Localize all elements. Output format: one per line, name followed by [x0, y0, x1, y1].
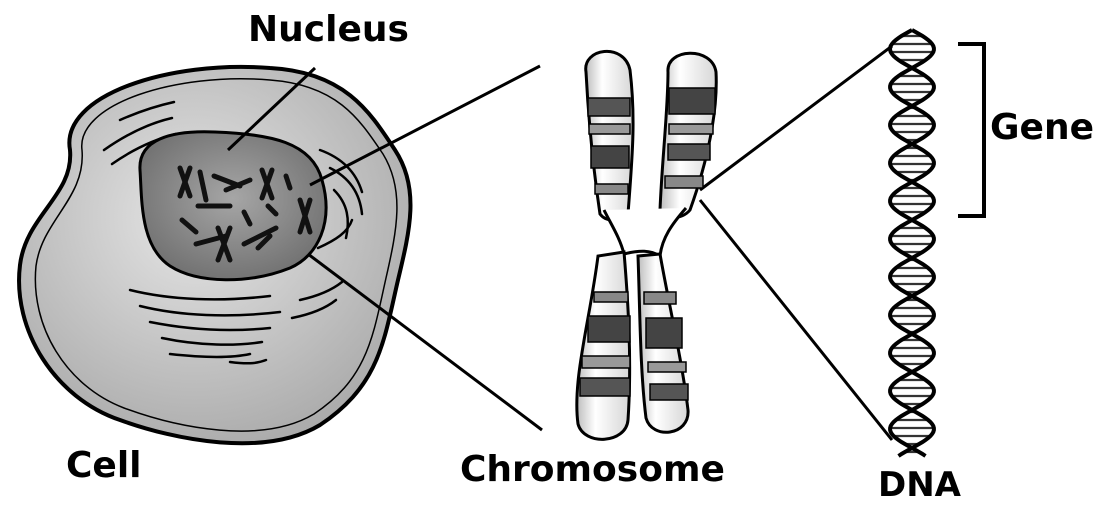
chromosome-to-dna-top: [700, 46, 892, 190]
cell-label: Cell: [66, 448, 142, 484]
nucleus-label: Nucleus: [248, 12, 409, 48]
cell: [19, 67, 410, 443]
dna-helix: [890, 30, 934, 456]
chromosome-label: Chromosome: [460, 452, 725, 488]
chromosome-to-dna-bottom: [700, 200, 892, 440]
chromatid-left-lower: [577, 252, 630, 439]
chromosome: [577, 51, 716, 439]
dna-label: DNA: [878, 468, 961, 502]
gene-bracket: [958, 44, 984, 216]
chromatid-right-upper: [660, 53, 716, 217]
nucleus: [140, 132, 326, 280]
gene-label: Gene: [990, 110, 1094, 146]
